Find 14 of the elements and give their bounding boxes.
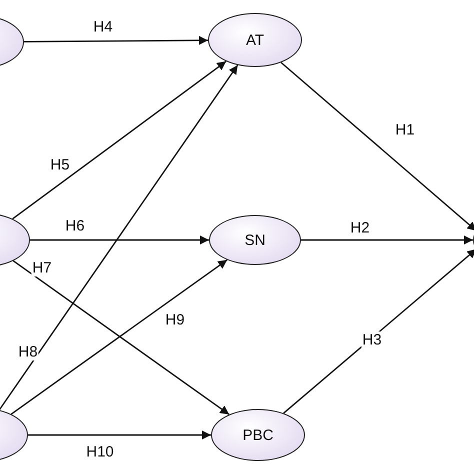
node-label: SN <box>244 232 266 248</box>
arrow <box>0 64 238 410</box>
node-label: AT <box>246 32 264 48</box>
arrow <box>12 60 227 220</box>
arrow <box>301 236 473 244</box>
edge-label: H8 <box>17 344 39 360</box>
arrow <box>28 430 211 440</box>
edge-label: H7 <box>31 260 53 276</box>
arrow <box>283 248 474 414</box>
arrow <box>280 62 474 232</box>
node-label: PBC <box>242 426 274 444</box>
edge-label: H3 <box>361 332 383 348</box>
arrow <box>30 236 209 244</box>
arrow <box>24 36 208 45</box>
